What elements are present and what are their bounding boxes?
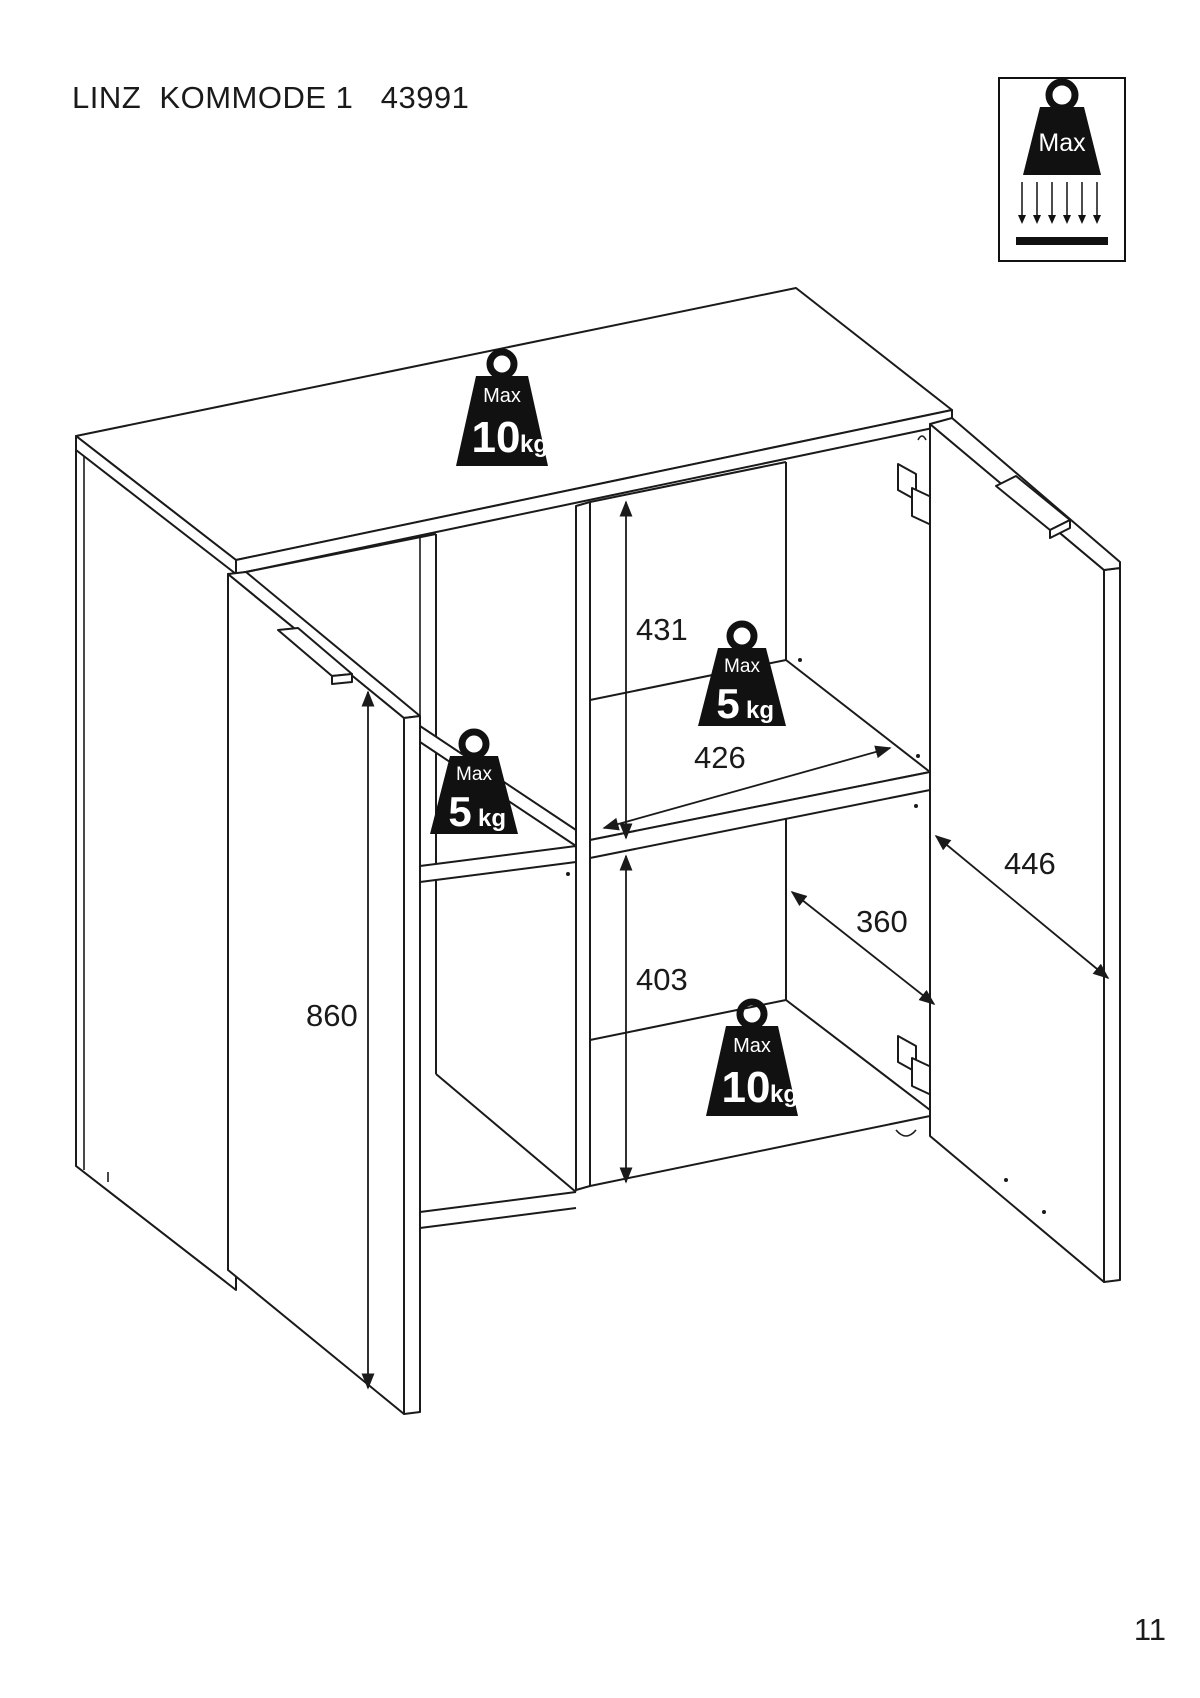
- dimension-label-360: 360: [856, 904, 908, 939]
- max-load-legend: Max: [998, 77, 1126, 262]
- weight-left-shelf-unit: kg: [478, 805, 506, 832]
- left-door[interactable]: [227, 571, 421, 1415]
- dimension-shelf-width: 426: [602, 740, 892, 831]
- dimension-door-height: 860: [306, 690, 375, 1390]
- weight-bottom-label: Max: [733, 1035, 771, 1057]
- dimension-upper-height: 431: [619, 500, 688, 840]
- cabinet-left-side: [75, 447, 237, 1291]
- weight-icon-bottom: Max 10 kg: [706, 998, 798, 1116]
- dimension-lower-height: 403: [619, 854, 688, 1184]
- weight-right-shelf-value: 5: [716, 680, 739, 727]
- dimension-door-width: 446: [934, 834, 1110, 980]
- weight-right-shelf-unit: kg: [746, 697, 774, 724]
- dimension-label-403: 403: [636, 962, 688, 997]
- weight-left-shelf-label: Max: [456, 764, 492, 785]
- page-title: LINZ KOMMODE 1 43991: [72, 80, 470, 115]
- weight-right-shelf-label: Max: [724, 656, 760, 677]
- dimension-inner-depth: 360: [790, 890, 936, 1006]
- dimension-label-860: 860: [306, 998, 358, 1033]
- weight-top-unit: kg: [520, 431, 548, 458]
- weight-bottom-value: 10: [722, 1063, 771, 1112]
- legend-label: Max: [1038, 129, 1086, 157]
- dimension-label-446: 446: [1004, 846, 1056, 881]
- weight-icon-left-shelf: Max 5 kg: [430, 728, 518, 835]
- max-load-weight-icon: Max: [1016, 78, 1108, 245]
- weight-top-label: Max: [483, 385, 521, 407]
- weight-icon-top: Max 10 kg: [456, 348, 548, 466]
- weight-left-shelf-value: 5: [448, 788, 471, 835]
- dimension-label-426: 426: [694, 740, 746, 775]
- weight-top-value: 10: [472, 413, 521, 462]
- weight-icon-right-shelf: Max 5 kg: [698, 620, 786, 727]
- weight-bottom-unit: kg: [770, 1081, 798, 1108]
- dimension-label-431: 431: [636, 612, 688, 647]
- page-number: 11: [1133, 1612, 1166, 1647]
